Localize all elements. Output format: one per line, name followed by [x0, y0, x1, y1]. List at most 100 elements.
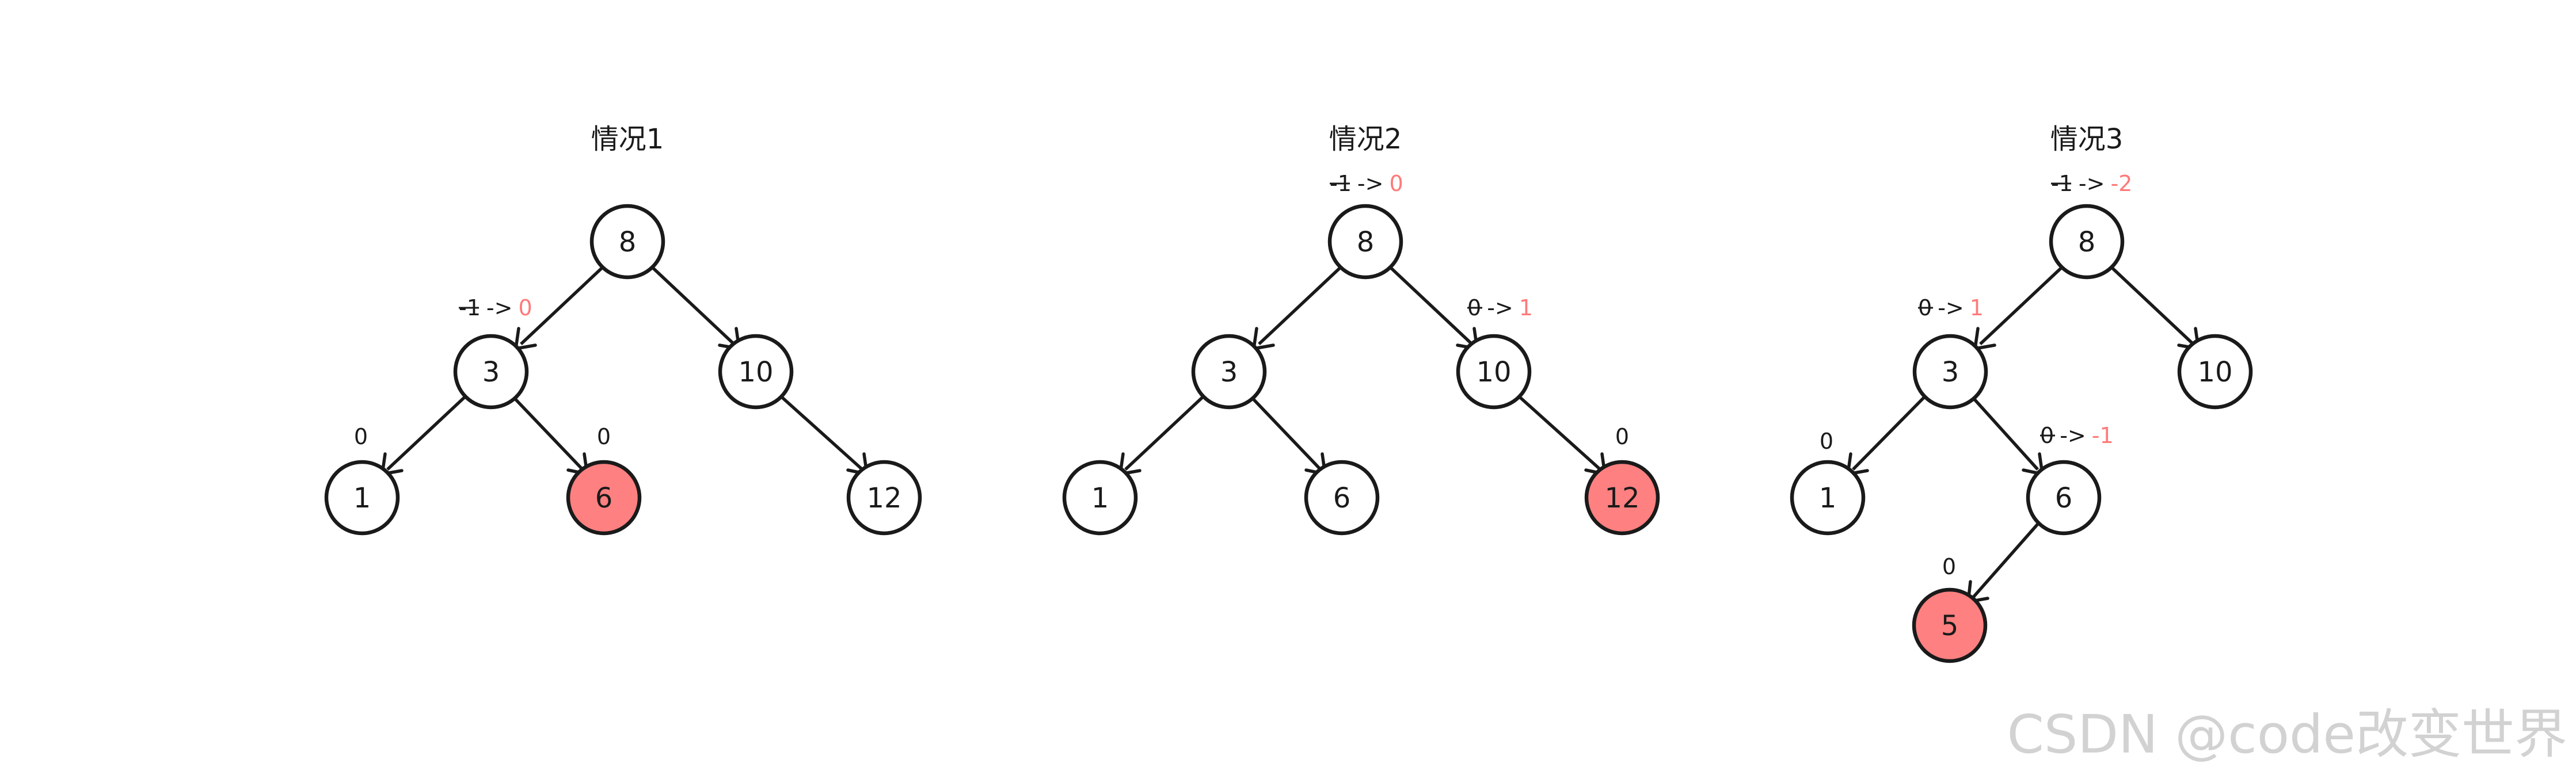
balance-factor-8: -1->0 — [1330, 171, 1403, 196]
diagram-case-2: 情况2 8 — [1062, 123, 1660, 536]
edge-6-5 — [1966, 519, 2043, 604]
node-10: 10 — [718, 334, 794, 410]
bf-value: 0 — [1615, 424, 1629, 449]
balance-factor-6: 0->-1 — [2040, 423, 2114, 448]
node-6: 6 — [1304, 460, 1380, 536]
node-label: 3 — [1220, 356, 1238, 388]
node-circle — [2177, 334, 2253, 410]
node-label: 6 — [595, 482, 613, 514]
bf-value: 0 — [597, 424, 611, 449]
balance-factor-3: -1->0 — [459, 295, 532, 320]
edge-10-12 — [1514, 391, 1607, 476]
edge-3-6 — [1967, 392, 2044, 476]
edge-8-10 — [2106, 261, 2200, 350]
balance-factor-1: 0 — [1820, 429, 1833, 454]
node-circle — [1456, 334, 1532, 410]
diagram-case-3: 情况3 8 — [1790, 123, 2253, 663]
bf-value: 0 — [1942, 554, 1956, 579]
diagram-title: 情况3 — [2050, 123, 2124, 155]
bf-arrow: -> — [1938, 295, 1964, 320]
node-circle — [1584, 460, 1660, 536]
balance-factor-5: 0 — [1942, 554, 1956, 579]
node-6: 6 — [566, 460, 642, 536]
balance-factor-12: 0 — [1615, 424, 1629, 449]
node-3: 3 — [1191, 334, 1267, 410]
node-circle — [1191, 334, 1267, 410]
edge-8-3 — [1973, 261, 2068, 350]
node-circle — [1912, 587, 1988, 663]
node-circle — [1327, 204, 1403, 280]
node-circle — [566, 460, 642, 536]
balance-factor-6: 0 — [597, 424, 611, 449]
node-label: 12 — [1604, 482, 1639, 514]
node-3: 3 — [453, 334, 529, 410]
edge-3-1 — [1118, 391, 1208, 476]
edge-8-10 — [1384, 261, 1479, 350]
balance-factor-8: -1->-2 — [2051, 171, 2132, 196]
node-circle — [2049, 204, 2125, 280]
node-12: 12 — [846, 460, 922, 536]
node-circle — [1790, 460, 1866, 536]
edge-8-3 — [1252, 261, 1346, 350]
bf-arrow: -> — [2079, 171, 2105, 196]
node-label: 10 — [2197, 356, 2232, 388]
node-label: 3 — [1942, 356, 1959, 388]
bf-arrow: -> — [1357, 171, 1384, 196]
node-10: 10 — [1456, 334, 1532, 410]
node-circle — [1062, 460, 1138, 536]
node-label: 1 — [353, 482, 371, 514]
node-10: 10 — [2177, 334, 2253, 410]
edge-3-6 — [508, 392, 589, 476]
node-circle — [2026, 460, 2102, 536]
svg-text:-1->0: -1->0 — [1330, 171, 1403, 196]
node-12: 12 — [1584, 460, 1660, 536]
bf-arrow: -> — [2060, 423, 2086, 448]
node-8: 8 — [1327, 204, 1403, 280]
bf-new-value: 1 — [1519, 295, 1533, 320]
edge-3-1 — [380, 391, 470, 476]
bf-new-value: -2 — [2110, 171, 2132, 196]
node-3: 3 — [1912, 334, 1988, 410]
edges — [1118, 261, 1607, 476]
edge-10-12 — [776, 391, 869, 476]
node-1: 1 — [1790, 460, 1866, 536]
node-circle — [846, 460, 922, 536]
node-label: 6 — [2055, 482, 2073, 514]
balance-factor-10: 0->1 — [1467, 295, 1533, 320]
bf-new-value: 0 — [518, 295, 532, 320]
bf-arrow: -> — [486, 295, 513, 320]
node-6: 6 — [2026, 460, 2102, 536]
diagram-title: 情况1 — [591, 123, 664, 155]
node-8: 8 — [589, 204, 665, 280]
svg-text:0->1: 0->1 — [1918, 295, 1984, 320]
node-circle — [453, 334, 529, 410]
bf-new-value: 1 — [1970, 295, 1984, 320]
node-label: 1 — [1819, 482, 1837, 514]
node-circle — [1304, 460, 1380, 536]
svg-text:0->1: 0->1 — [1467, 295, 1533, 320]
bf-new-value: 0 — [1389, 171, 1403, 196]
node-label: 8 — [1357, 226, 1375, 258]
node-1: 1 — [1062, 460, 1138, 536]
svg-text:0->-1: 0->-1 — [2040, 423, 2114, 448]
node-circle — [1912, 334, 1988, 410]
edge-3-6 — [1246, 392, 1327, 476]
balance-factor-1: 0 — [354, 424, 368, 449]
node-label: 5 — [1941, 610, 1959, 642]
diagram-case-1: 情况1 8 — [324, 123, 922, 536]
node-label: 8 — [619, 226, 637, 258]
bf-value: 0 — [1820, 429, 1833, 454]
node-circle — [589, 204, 665, 280]
node-circle — [324, 460, 400, 536]
node-circle — [718, 334, 794, 410]
node-label: 12 — [866, 482, 901, 514]
edge-3-1 — [1846, 392, 1930, 476]
node-label: 8 — [2078, 226, 2096, 258]
bf-arrow: -> — [1487, 295, 1513, 320]
balance-factor-3: 0->1 — [1918, 295, 1984, 320]
node-label: 1 — [1091, 482, 1109, 514]
node-label: 10 — [1476, 356, 1511, 388]
edge-8-10 — [646, 261, 741, 350]
bf-value: 0 — [354, 424, 368, 449]
